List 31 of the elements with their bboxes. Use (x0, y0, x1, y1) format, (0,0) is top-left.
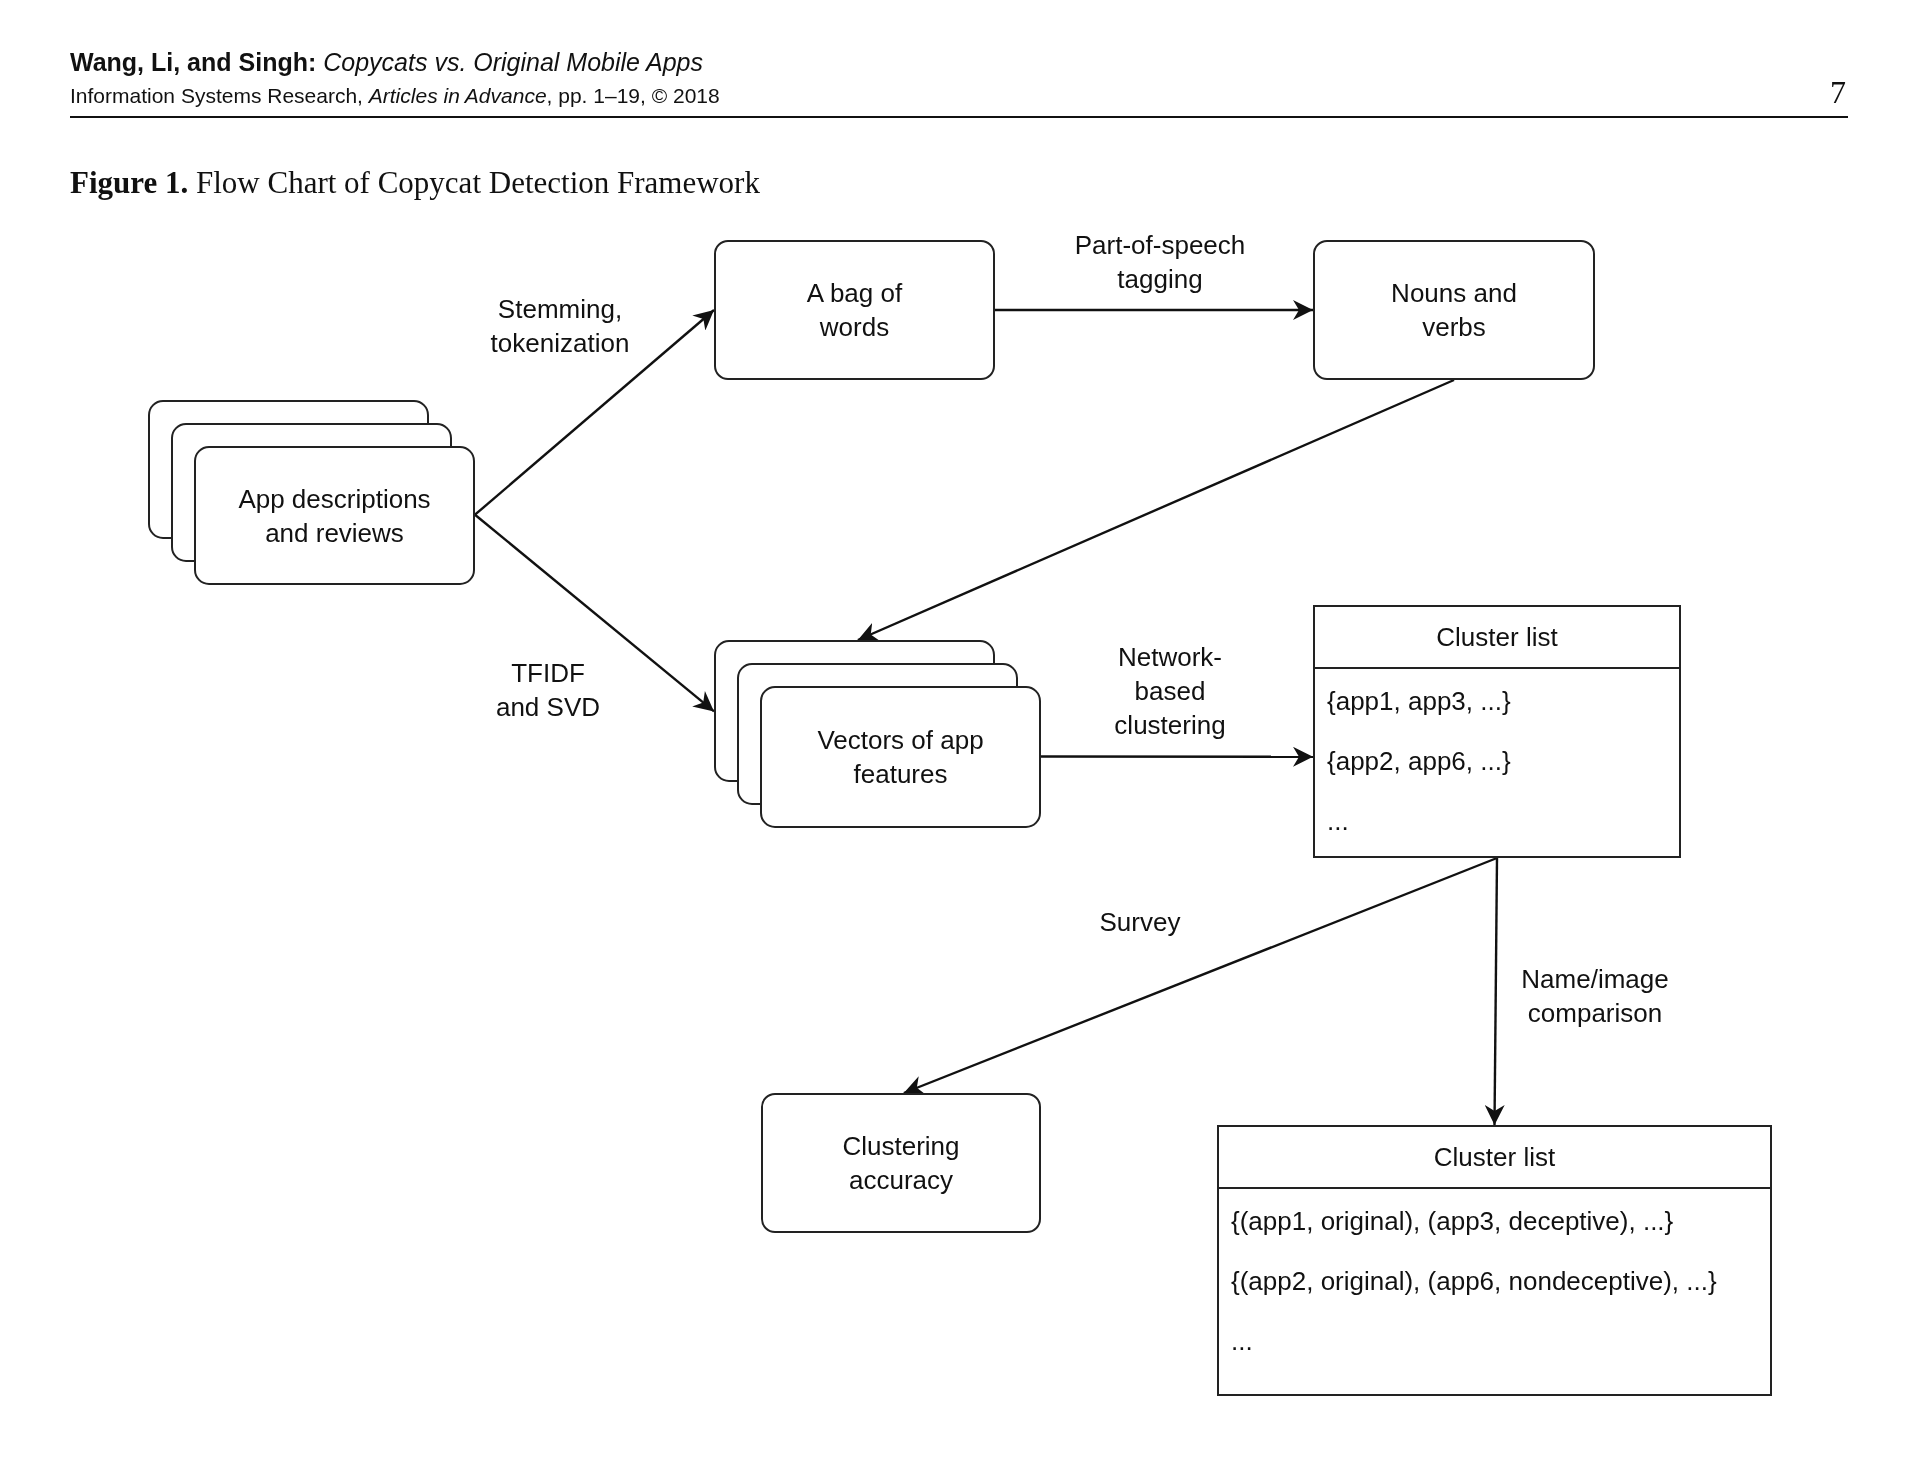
list-item: {(app2, original), (app6, nondeceptive), ...} (1231, 1265, 1718, 1298)
running-header: Wang, Li, and Singh: Copycats vs. Original Mobile Apps (70, 47, 703, 78)
list-box (1217, 1125, 1772, 1396)
process-box (1313, 240, 1595, 380)
list-item: ... (1327, 805, 1350, 838)
list-item: {app1, app3, ...} (1327, 685, 1512, 718)
arrow (1041, 746, 1313, 767)
node-text: Clustering accuracy (841, 1130, 961, 1197)
page-number: 7 (1830, 73, 1846, 112)
list-item: {(app1, original), (app3, deceptive), ...} (1231, 1205, 1675, 1238)
arrow (995, 300, 1313, 320)
list-item: {app2, app6, ...} (1327, 745, 1512, 778)
document-stack (148, 400, 475, 585)
list-header: Cluster list (1315, 607, 1679, 669)
node-text: A bag of words (805, 277, 904, 344)
process-box (761, 1093, 1041, 1233)
figure-title: Figure 1. Flow Chart of Copycat Detection Framework (70, 164, 760, 202)
node-text: Nouns and verbs (1390, 277, 1518, 344)
list-box (1313, 605, 1681, 858)
arrow (474, 309, 715, 516)
arrow (903, 856, 1498, 1095)
node-text: App descriptions and reviews (237, 482, 432, 550)
arrow (474, 513, 715, 713)
list-header: Cluster list (1219, 1127, 1770, 1189)
list-item: ... (1231, 1325, 1254, 1358)
document-stack (714, 640, 1041, 828)
arrow (857, 378, 1455, 642)
journal-line: Information Systems Research, Articles in Advance, pp. 1–19, © 2018 (70, 83, 720, 109)
arrow (1484, 858, 1505, 1125)
process-box (714, 240, 995, 380)
node-text: Vectors of app features (816, 724, 985, 791)
